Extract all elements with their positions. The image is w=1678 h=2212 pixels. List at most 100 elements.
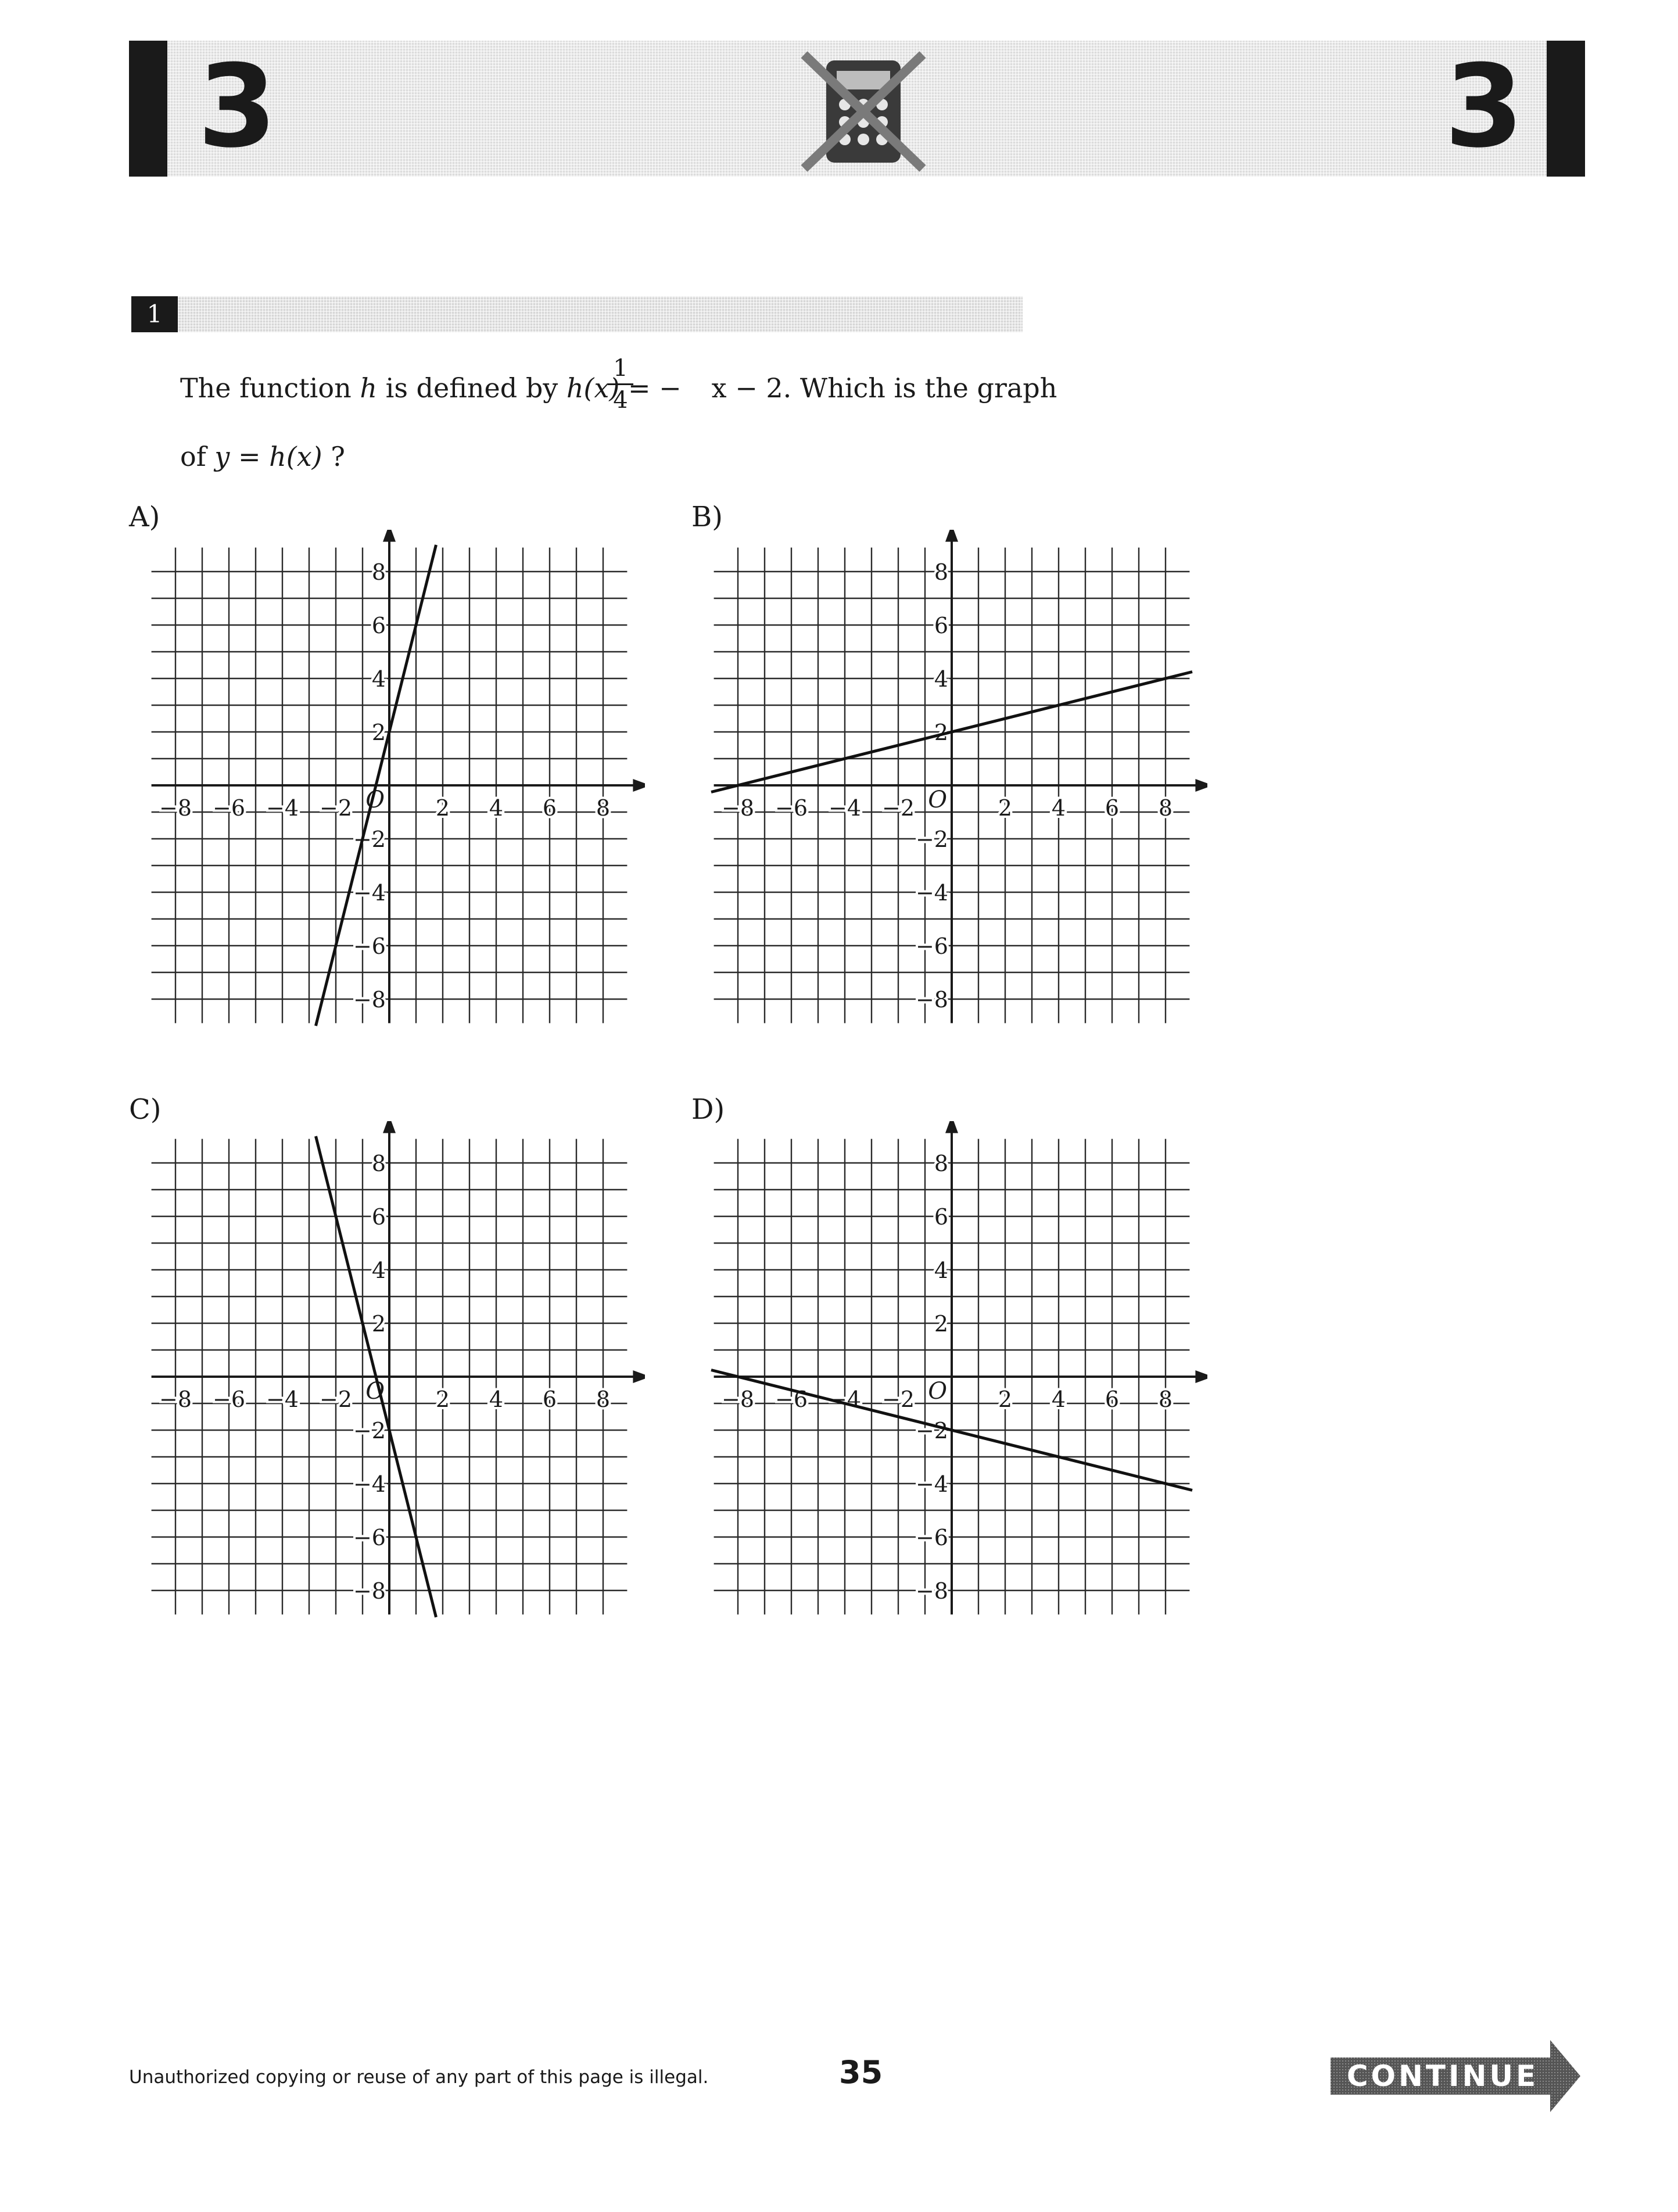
page-number: 35 (839, 2054, 883, 2091)
x-tick-label: −4 (266, 795, 299, 821)
x-tick-label: −2 (320, 1387, 352, 1412)
continue-arrow[interactable] (1331, 2040, 1580, 2112)
x-tick-label: 8 (1159, 1387, 1173, 1412)
x-tick-label: −8 (159, 795, 192, 821)
x-tick-label: −2 (320, 795, 352, 821)
copyright-notice: Unauthorized copying or reuse of any par… (129, 2067, 709, 2088)
x-tick-label: 6 (1105, 795, 1119, 821)
graph-line (711, 670, 1193, 793)
x-tick-label: −8 (722, 795, 754, 821)
y-axis-arrow-icon (945, 530, 958, 542)
y-tick-label: −8 (916, 987, 948, 1012)
y-tick-label: 4 (372, 666, 386, 692)
y-tick-label: −2 (353, 827, 386, 852)
x-axis-arrow-icon (1195, 779, 1207, 792)
x-tick-label: 8 (596, 795, 610, 821)
y-tick-label: 2 (372, 720, 386, 745)
fraction-one-fourth: 1 4 (608, 356, 633, 413)
x-tick-label: 6 (543, 795, 557, 821)
question-text-segment: The function (180, 372, 360, 404)
question-text-segment: x − 2. Which is the graph (711, 372, 1057, 404)
question-text-segment: of (180, 441, 215, 472)
y-tick-label: 6 (934, 1204, 948, 1230)
y-tick-label: 8 (934, 559, 948, 585)
equation-expression: y = h(x) (214, 441, 322, 472)
y-tick-label: 4 (934, 666, 948, 692)
section-number-left: 3 (198, 41, 277, 173)
y-tick-label: −6 (353, 1525, 386, 1550)
x-tick-label: −2 (882, 795, 915, 821)
y-tick-label: −8 (353, 987, 386, 1012)
function-expression: h(x) = − (566, 372, 682, 404)
y-tick-label: −8 (353, 1578, 386, 1604)
y-tick-label: 4 (934, 1258, 948, 1283)
y-tick-label: 6 (372, 613, 386, 638)
x-tick-label: −6 (775, 795, 808, 821)
question-text-segment: is defined by (377, 372, 566, 404)
y-tick-label: 8 (372, 1151, 386, 1176)
function-name: h (360, 372, 377, 404)
option-label-c[interactable]: C) (129, 1093, 162, 1126)
fraction-denominator: 4 (613, 387, 628, 414)
origin-label: O (928, 1378, 947, 1405)
header-right-bar (1547, 41, 1585, 177)
question-text-line-2: of y = h(x) ? (180, 440, 345, 473)
graph-line (314, 544, 438, 1026)
y-axis-arrow-icon (383, 530, 396, 542)
graph-line (314, 1136, 438, 1618)
x-tick-label: 4 (1052, 1387, 1066, 1412)
y-tick-label: −2 (916, 827, 948, 852)
option-label-d[interactable]: D) (691, 1093, 725, 1126)
x-tick-label: −4 (266, 1387, 299, 1412)
x-axis-arrow-icon (1195, 1370, 1207, 1383)
x-tick-label: −8 (159, 1387, 192, 1412)
y-tick-label: −4 (353, 880, 386, 906)
x-tick-label: 2 (436, 1387, 450, 1412)
y-tick-label: −4 (916, 880, 948, 906)
x-tick-label: −6 (213, 795, 245, 821)
y-axis-arrow-icon (383, 1121, 396, 1133)
y-tick-label: −6 (916, 933, 948, 959)
x-tick-label: −6 (213, 1387, 245, 1412)
x-tick-label: −8 (722, 1387, 754, 1412)
question-text-segment: ? (322, 441, 345, 472)
x-tick-label: 6 (1105, 1387, 1119, 1412)
y-tick-label: −4 (916, 1471, 948, 1497)
y-tick-label: 6 (372, 1204, 386, 1230)
option-label-b[interactable]: B) (691, 501, 723, 533)
y-tick-label: −6 (916, 1525, 948, 1550)
x-tick-label: 4 (489, 795, 503, 821)
y-tick-label: 2 (372, 1311, 386, 1337)
y-tick-label: 6 (934, 613, 948, 638)
fraction-numerator: 1 (613, 355, 628, 382)
no-calculator-icon (796, 48, 931, 175)
option-label-a[interactable]: A) (129, 501, 160, 533)
section-number-right: 3 (1444, 41, 1524, 173)
question-header-bar (131, 296, 1023, 332)
x-tick-label: −2 (882, 1387, 915, 1412)
question-number: 1 (131, 296, 178, 332)
x-tick-label: 4 (1052, 795, 1066, 821)
x-axis-arrow-icon (633, 779, 645, 792)
x-axis-arrow-icon (633, 1370, 645, 1383)
y-tick-label: −4 (353, 1471, 386, 1497)
y-tick-label: 4 (372, 1258, 386, 1283)
x-tick-label: −4 (829, 1387, 861, 1412)
question-text-line-1: The function h is defined by h(x) = − x −… (180, 372, 1057, 404)
y-tick-label: −2 (353, 1418, 386, 1443)
y-tick-label: −6 (353, 933, 386, 959)
x-tick-label: 8 (596, 1387, 610, 1412)
origin-label: O (928, 787, 947, 813)
y-tick-label: 2 (934, 1311, 948, 1337)
x-tick-label: 2 (998, 1387, 1012, 1412)
x-tick-label: 4 (489, 1387, 503, 1412)
continue-label[interactable]: CONTINUE (1346, 2059, 1539, 2093)
